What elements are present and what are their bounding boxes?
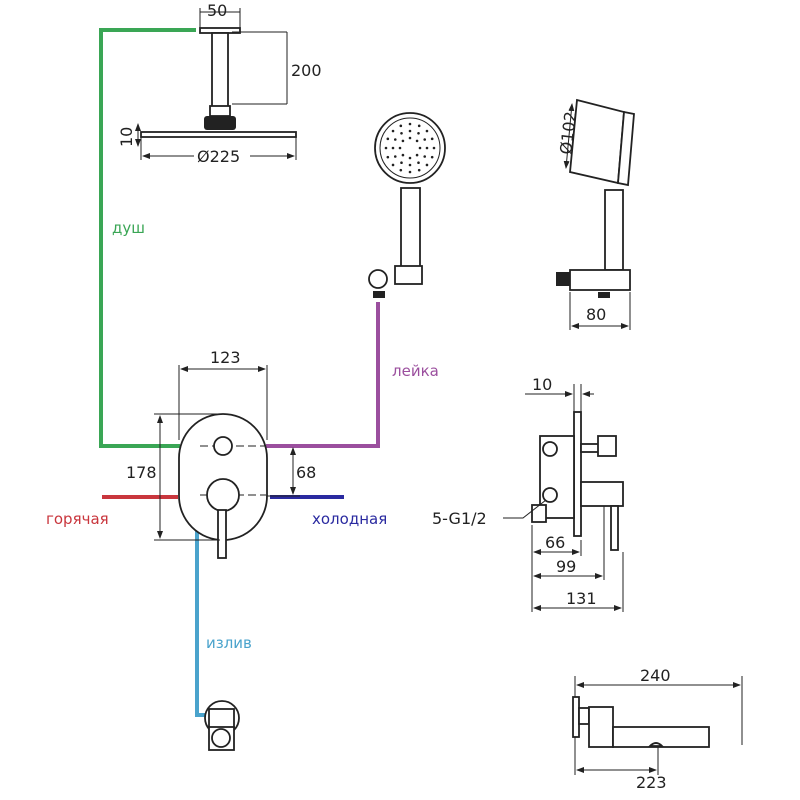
- hand-shower-side: Ø102 80: [556, 98, 635, 330]
- dim-outlet-spacing: 68: [296, 463, 316, 482]
- spray-nozzle: [400, 131, 403, 135]
- hand-shower-label: лейка: [392, 362, 439, 380]
- spray-nozzle: [393, 138, 397, 141]
- spray-nozzle: [408, 129, 412, 133]
- dim-connection: 5-G1/2: [432, 509, 487, 528]
- shower-pipe: [99, 28, 196, 448]
- dim-plate-height: 178: [126, 463, 157, 482]
- spray-nozzle: [425, 129, 429, 133]
- spout-front: [204, 700, 240, 751]
- spray-nozzle: [408, 163, 412, 167]
- spray-nozzle: [417, 131, 420, 135]
- spray-nozzle: [408, 136, 412, 140]
- spray-nozzle: [408, 170, 412, 174]
- spray-nozzle: [401, 139, 405, 143]
- spray-nozzle: [399, 168, 403, 172]
- dim-body-depth-1: 66: [545, 533, 565, 552]
- overhead-shower: 50 200 10 Ø225: [117, 1, 322, 166]
- spray-nozzle: [425, 163, 429, 167]
- spray-nozzle: [393, 155, 397, 158]
- spout-label: излив: [206, 634, 252, 652]
- spray-nozzle: [430, 137, 434, 141]
- cold-water-label: холодная: [312, 510, 387, 528]
- spray-nozzle: [423, 155, 427, 158]
- spray-nozzle: [415, 139, 419, 143]
- spray-nozzle: [401, 153, 405, 157]
- spray-nozzle: [432, 146, 436, 150]
- hand-shower-front: [368, 112, 446, 298]
- dim-arm-length: 200: [291, 61, 322, 80]
- spray-nozzle: [398, 146, 402, 150]
- hand-shower-pipe: [266, 302, 380, 448]
- spray-nozzle: [415, 153, 419, 157]
- hot-water-label: горячая: [46, 510, 109, 528]
- dim-arm-width: 50: [207, 1, 227, 20]
- spray-nozzle: [430, 155, 434, 159]
- dim-plate-thickness: 10: [532, 375, 552, 394]
- spray-nozzle: [408, 122, 412, 126]
- dim-body-depth-total: 131: [566, 589, 597, 608]
- dim-plate-width: 123: [210, 348, 241, 367]
- spray-nozzle: [417, 161, 420, 165]
- spray-nozzle: [386, 137, 390, 141]
- spray-nozzle: [386, 155, 390, 159]
- spray-nozzle: [423, 138, 427, 141]
- spray-nozzle: [425, 146, 429, 150]
- dim-holder-depth: 80: [586, 305, 606, 324]
- shower-label: душ: [112, 219, 145, 237]
- dim-body-depth-2: 99: [556, 557, 576, 576]
- spray-nozzle: [417, 168, 421, 172]
- spray-nozzle: [391, 146, 395, 150]
- spray-nozzle: [391, 129, 395, 133]
- dim-head-diameter: Ø225: [197, 147, 240, 166]
- spray-nozzle: [408, 156, 412, 160]
- spray-nozzle: [400, 161, 403, 165]
- mixer-front: 123 178 68: [126, 348, 316, 559]
- spray-nozzle: [399, 124, 403, 128]
- mixer-side: 10 5-G1/2 66 99 131: [432, 375, 624, 612]
- dim-spout-reach: 223: [636, 773, 667, 792]
- spray-nozzle: [384, 146, 388, 150]
- spout-side: 240 223: [572, 666, 743, 792]
- dim-spout-length: 240: [640, 666, 671, 685]
- dim-head-thickness: 10: [117, 127, 136, 147]
- spray-nozzle: [418, 146, 422, 150]
- spray-nozzle: [417, 124, 421, 128]
- spray-nozzle: [391, 163, 395, 167]
